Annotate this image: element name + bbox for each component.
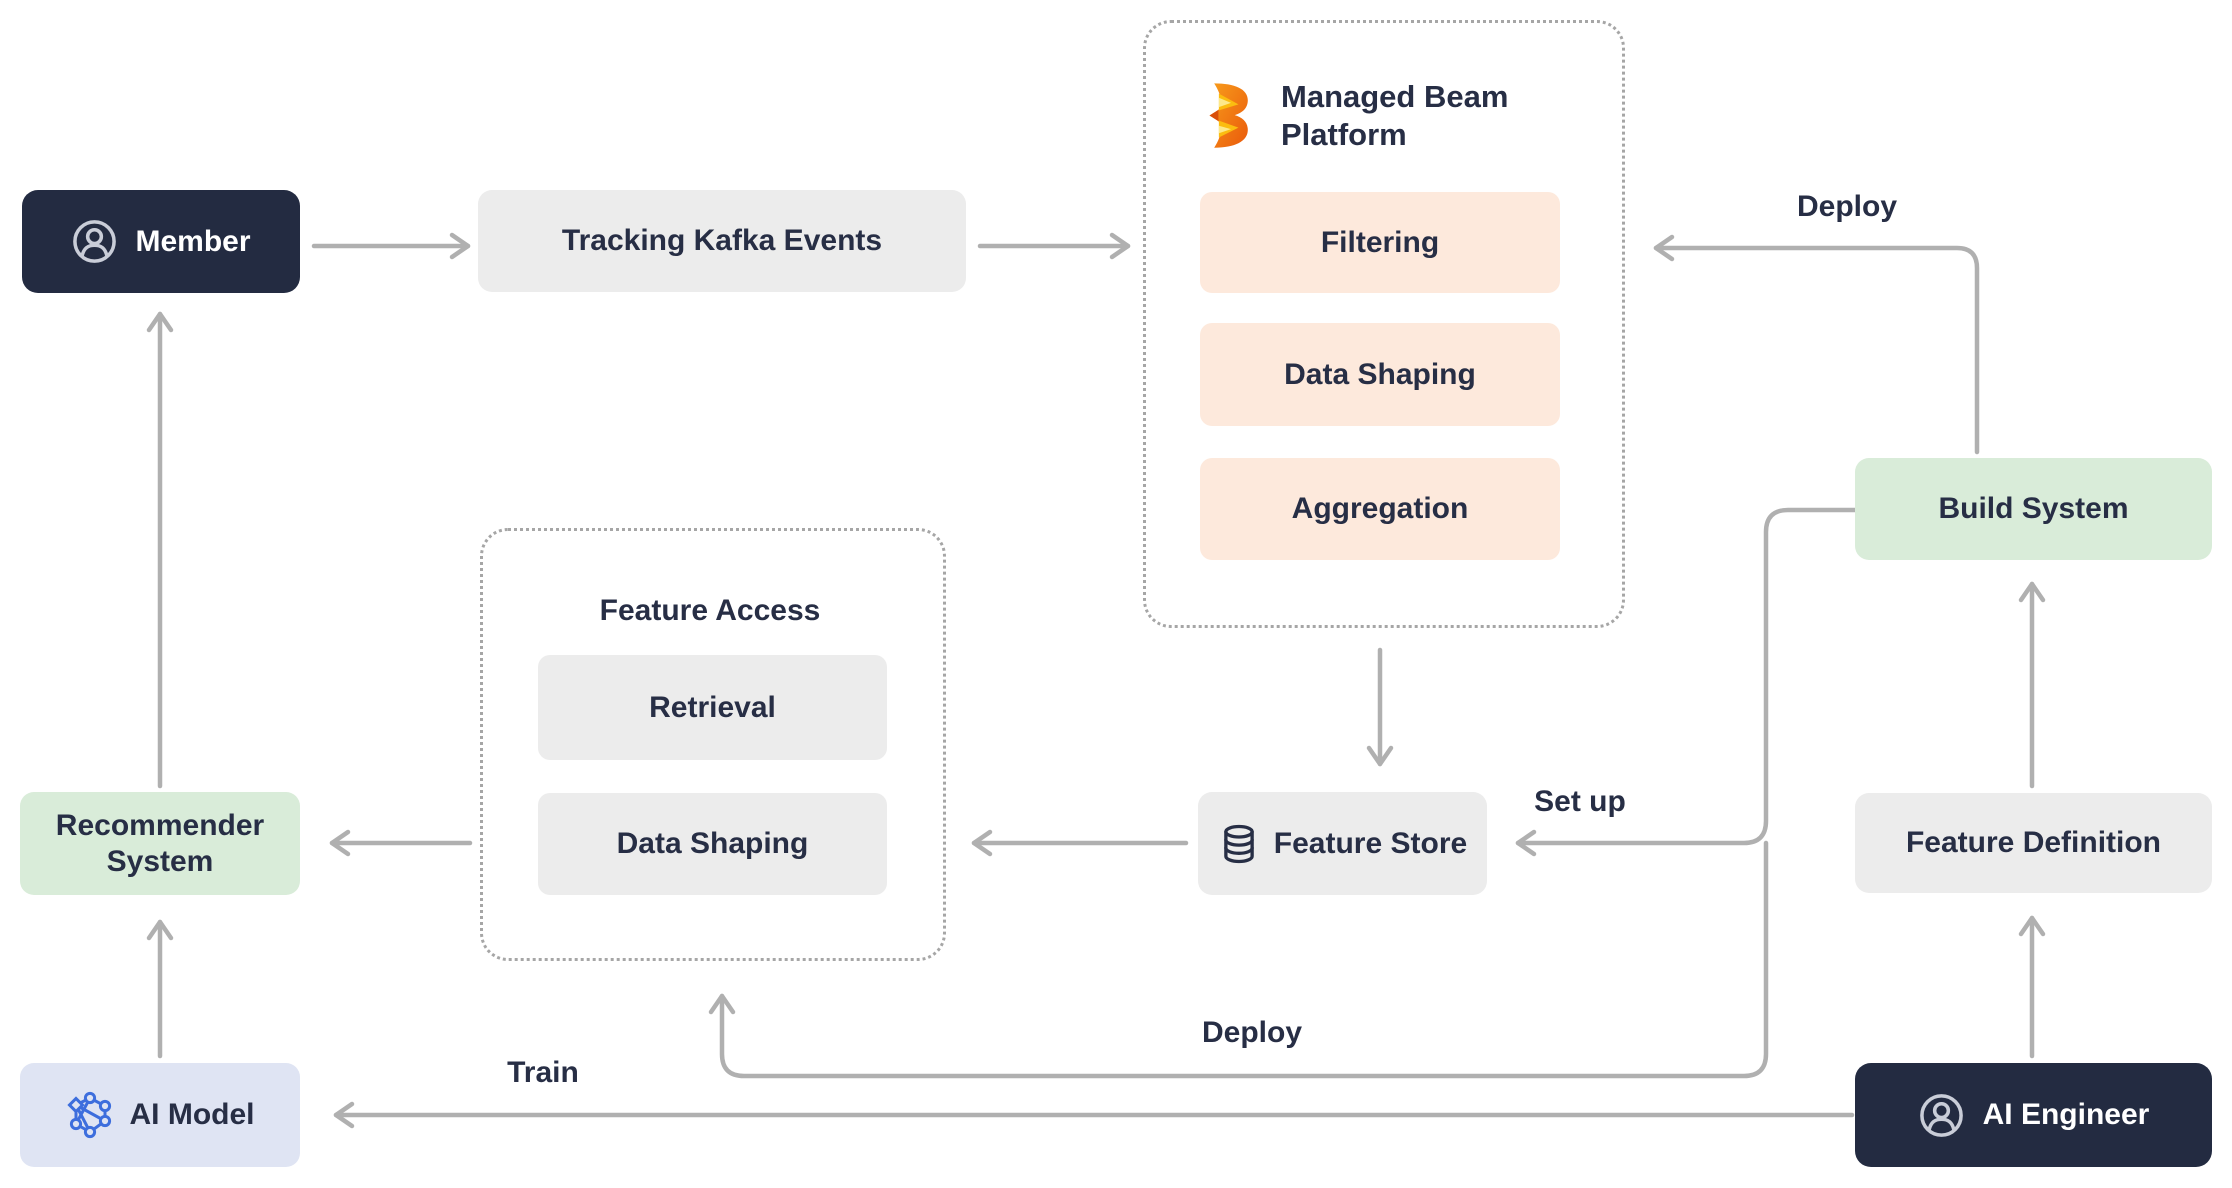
- node-ai-model: AI Model: [20, 1063, 300, 1167]
- node-ai-engineer: AI Engineer: [1855, 1063, 2212, 1167]
- arrow-build-to-beam-deploy: [1653, 234, 1980, 455]
- node-filtering: Filtering: [1200, 192, 1560, 293]
- node-feature-store-label: Feature Store: [1273, 826, 1468, 860]
- node-recommender-system-label: Recommender System: [55, 808, 265, 878]
- node-retrieval-label: Retrieval: [649, 690, 776, 724]
- node-build-system: Build System: [1855, 458, 2212, 560]
- node-access-data-shaping-label: Data Shaping: [616, 827, 809, 860]
- node-member-label: Member: [135, 224, 251, 258]
- edge-label-set-up: Set up: [1534, 785, 1626, 818]
- node-tracking-kafka-events: Tracking Kafka Events: [478, 190, 966, 292]
- node-ai-model-label: AI Model: [129, 1098, 255, 1131]
- node-feature-store: Feature Store: [1198, 792, 1487, 895]
- node-feature-definition: Feature Definition: [1855, 793, 2212, 893]
- container-feature-access: [480, 528, 946, 961]
- node-feature-definition-label: Feature Definition: [1905, 826, 2161, 859]
- node-access-data-shaping: Data Shaping: [538, 793, 887, 895]
- node-build-system-label: Build System: [1938, 492, 2129, 525]
- node-beam-data-shaping-label: Data Shaping: [1284, 357, 1476, 391]
- node-recommender-system: Recommender System: [20, 792, 300, 895]
- user-icon: [1919, 1093, 1963, 1137]
- user-icon: [73, 220, 117, 263]
- edge-label-train: Train: [507, 1056, 579, 1089]
- database-icon: [1224, 824, 1254, 863]
- node-member: Member: [22, 190, 300, 293]
- node-beam-data-shaping: Data Shaping: [1200, 323, 1560, 426]
- feature-access-title: Feature Access: [599, 594, 821, 627]
- beam-logo: [1209, 83, 1248, 148]
- node-ai-engineer-label: AI Engineer: [1982, 1098, 2150, 1131]
- container-managed-beam-platform: [1143, 20, 1625, 628]
- edge-label-deploy-top: Deploy: [1796, 190, 1898, 223]
- edge-label-deploy-bottom: Deploy: [1201, 1016, 1303, 1049]
- node-filtering-label: Filtering: [1320, 225, 1440, 259]
- beam-platform-header: Managed Beam Platform: [1203, 78, 1531, 154]
- node-retrieval: Retrieval: [538, 655, 887, 760]
- node-tracking-label: Tracking Kafka Events: [561, 224, 883, 257]
- node-aggregation: Aggregation: [1200, 458, 1560, 560]
- node-aggregation-label: Aggregation: [1291, 492, 1469, 525]
- network-icon: [66, 1091, 111, 1139]
- beam-platform-title: Managed Beam Platform: [1281, 79, 1509, 152]
